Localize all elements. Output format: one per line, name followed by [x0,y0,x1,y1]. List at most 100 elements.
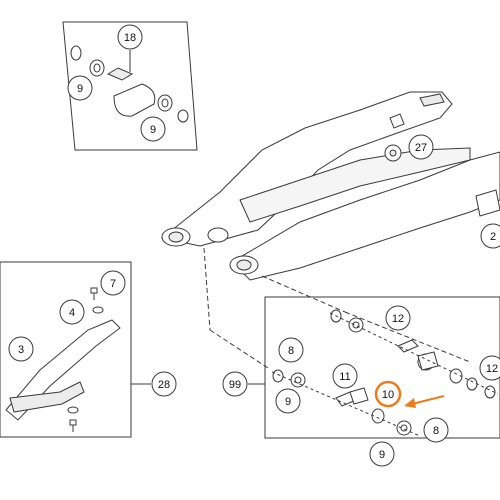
callout-label: 18 [124,32,136,44]
bolt-lower-head [69,419,77,426]
upper-axis [329,312,499,395]
callout-c10: 10 [374,380,402,408]
callout-label: 12 [486,363,498,375]
callout-label: 9 [379,449,385,461]
callout-circle [222,371,248,397]
highlight-arrow-shaft [411,395,445,405]
swingarm-right-arm [231,151,500,281]
upper-bushing-1 [397,339,419,353]
washer-27-hole [389,149,397,157]
callout-c2: 2 [480,223,500,249]
callout-c9-top-b: 9 [140,116,166,142]
callout-c3: 3 [8,336,34,362]
callout-c8a: 8 [278,337,304,363]
bearing-kit-panel [62,21,198,151]
bearing-kit-frame [62,21,198,151]
callout-circle [59,299,85,325]
kit-bearing-carrier [113,83,156,117]
callout-label: 3 [18,344,24,356]
callout-circle [67,75,93,101]
callout-circle [140,116,166,142]
lower-washer-2 [371,408,385,424]
callout-circle [151,371,177,397]
chain-slider-frame [0,261,132,438]
pivot-tube-left-inner [168,231,184,243]
callout-circle [100,270,126,296]
callout-c18: 18 [117,24,143,50]
kit-bearing-sleeve [106,67,134,81]
lower-ring-1 [290,372,306,388]
callout-label: 8 [433,425,439,437]
lower-sleeve-1 [349,387,369,405]
lower-ring-1-hole [294,376,302,384]
callout-c11: 11 [332,363,358,389]
callout-c28: 28 [151,371,177,397]
kit-bushing-left [89,59,105,77]
callout-label: 7 [110,278,116,290]
chain-slider-panel [0,261,151,438]
pivot-leader-left [203,247,211,331]
callout-label: 9 [77,83,83,95]
swingarm-cross-brace [239,147,471,223]
bolt-7-head [90,287,98,294]
callout-circle [369,441,395,467]
callout-circle [275,388,301,414]
callout-c99: 99 [222,371,248,397]
lower-axis [271,371,421,437]
pivot-leaders [203,247,471,369]
callout-circle [480,223,500,249]
callout-c12b: 12 [479,355,500,381]
callout-c9-top-a: 9 [67,75,93,101]
upper-ring-2 [449,368,463,384]
callout-circle [423,417,449,443]
lower-ring-2 [396,420,412,436]
kit-bushing-right [157,94,173,112]
pivot-hardware-frame [264,296,500,439]
callout-label: 27 [415,142,427,154]
callout-circle [385,305,411,331]
pivot-tube-right-inner [236,259,252,271]
washer-27 [384,144,402,162]
callout-circle [278,337,304,363]
lower-washer-1 [272,369,284,383]
upper-ring-1 [348,317,364,333]
callout-c9-bot: 9 [275,388,301,414]
callout-label: 9 [150,124,156,136]
callout-label: 11 [339,371,350,383]
washer-lower [67,406,79,414]
callout-circle [374,380,402,408]
pivot-hardware-panel [248,296,500,439]
kit-bushing-right-inner [161,98,169,108]
callout-c12a: 12 [385,305,411,331]
callout-circle [479,355,500,381]
kit-seal-ring-left [70,45,82,61]
pivot-tube-mid [207,227,229,243]
swingarm [160,91,500,281]
upper-washer-2 [466,377,478,391]
callout-label: 4 [69,307,75,319]
callout-label: 2 [490,231,496,243]
callout-label: 9 [285,396,291,408]
callout-circle [117,24,143,50]
callout-c8b: 8 [423,417,449,443]
callout-label: 8 [288,345,294,357]
pivot-leader-right [261,275,346,313]
callout-label: 10 [382,389,394,401]
callout-c9-bot-b: 9 [369,441,395,467]
pivot-leader-left-2 [209,329,269,369]
callout-label: 28 [158,379,170,391]
pivot-leader-right-2 [344,311,471,363]
callout-circle [408,134,434,160]
highlight-arrow-head [404,398,416,408]
callout-circle [332,363,358,389]
callout-label: 99 [229,379,241,391]
callout-c4: 4 [59,299,85,325]
callout-label: 12 [392,313,404,325]
upper-sleeve-2 [417,351,439,371]
axle-slot [419,93,445,107]
kit-seal-ring-right [177,109,189,123]
chain-guide-block [475,189,500,217]
kit-bushing-left-inner [93,63,101,73]
